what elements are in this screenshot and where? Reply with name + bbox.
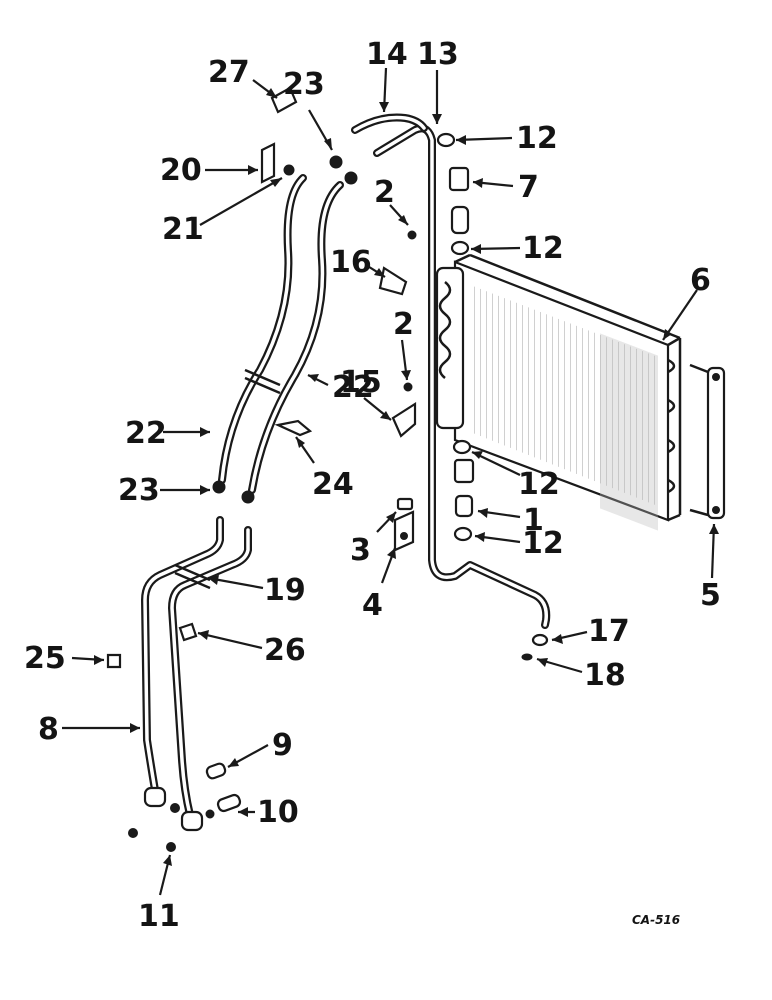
callout-12: 12 (522, 231, 564, 266)
callout-22: 22 (332, 370, 374, 405)
callout-9: 9 (272, 728, 293, 763)
callout-25: 25 (24, 641, 66, 676)
callout-12: 12 (518, 467, 560, 502)
figure-code: CA-516 (632, 913, 680, 927)
tube-14 (351, 113, 428, 134)
callout-22: 22 (125, 416, 167, 451)
callout-14: 14 (366, 37, 408, 72)
callout-12: 12 (516, 121, 558, 156)
oil-cooler (435, 253, 682, 531)
callout-24: 24 (312, 467, 354, 502)
callout-26: 26 (264, 633, 306, 668)
callout-12: 12 (522, 526, 564, 561)
callout-2: 2 (393, 307, 414, 342)
callout-16: 16 (330, 245, 372, 280)
callout-23: 23 (118, 473, 160, 508)
mounting-bracket (689, 363, 726, 520)
hoses-22 (218, 174, 344, 494)
callout-19: 19 (264, 573, 306, 608)
callout-6: 6 (690, 263, 711, 298)
callout-27: 27 (208, 55, 250, 90)
callout-7: 7 (518, 170, 539, 205)
callout-17: 17 (588, 614, 630, 649)
callout-23: 23 (283, 67, 325, 102)
callout-18: 18 (584, 658, 626, 693)
callout-3: 3 (350, 533, 371, 568)
callout-labels: 27 23 14 13 12 20 7 2 21 12 16 6 2 15 22… (24, 37, 721, 934)
callout-8: 8 (38, 712, 59, 747)
callout-21: 21 (162, 212, 204, 247)
arrowheads (94, 88, 719, 866)
tubes-8-19 (141, 516, 252, 819)
callout-4: 4 (362, 588, 383, 623)
callout-2: 2 (374, 175, 395, 210)
callout-13: 13 (417, 37, 459, 72)
callout-11: 11 (138, 899, 180, 934)
callout-5: 5 (700, 578, 721, 613)
hardware (106, 86, 549, 852)
callout-15: 15 (340, 365, 382, 400)
callout-20: 20 (160, 153, 202, 188)
callout-10: 10 (257, 795, 299, 830)
callout-1: 1 (523, 503, 544, 538)
